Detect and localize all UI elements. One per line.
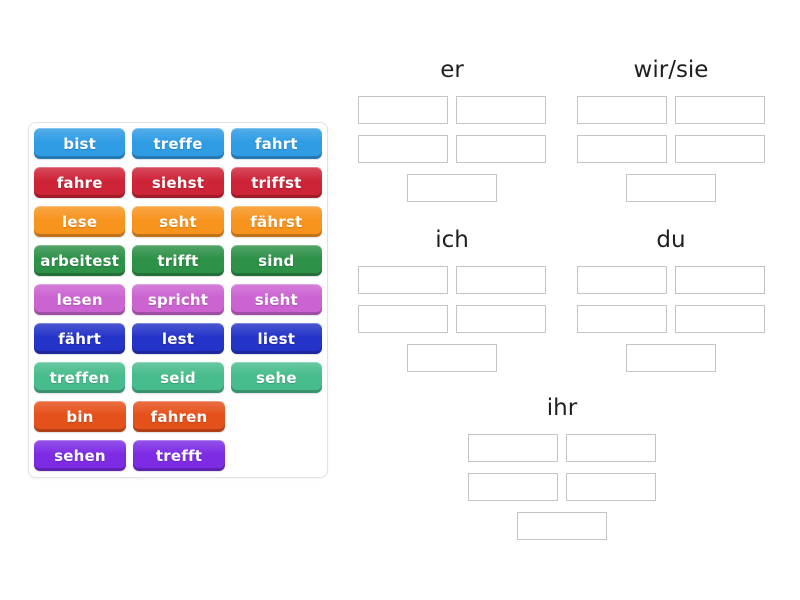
word-tile[interactable]: seid: [132, 362, 224, 393]
tile-row: sehen trefft: [34, 440, 322, 471]
word-tile[interactable]: trefft: [133, 440, 225, 471]
tile-row: treffen seid sehe: [34, 362, 322, 393]
drop-slot[interactable]: [626, 174, 716, 202]
word-tile[interactable]: fahren: [133, 401, 225, 432]
word-tile[interactable]: lest: [132, 323, 224, 354]
word-tile[interactable]: sind: [230, 245, 322, 276]
drop-slot[interactable]: [675, 96, 765, 124]
slot-row: [577, 135, 765, 163]
drop-slot[interactable]: [566, 473, 656, 501]
category-header-du: du: [656, 227, 686, 253]
category-header-ich: ich: [435, 227, 469, 253]
tile-row: fahre siehst triffst: [34, 167, 322, 198]
drop-slot[interactable]: [456, 135, 546, 163]
tile-row: fährt lest liest: [34, 323, 322, 354]
drop-slot[interactable]: [626, 344, 716, 372]
tile-row: arbeitest trifft sind: [34, 245, 322, 276]
slot-row: [358, 305, 546, 333]
drop-slot[interactable]: [456, 305, 546, 333]
word-tile[interactable]: trifft: [132, 245, 224, 276]
slot-row: [407, 174, 497, 202]
word-tile[interactable]: bist: [34, 128, 126, 159]
word-tile[interactable]: arbeitest: [34, 245, 126, 276]
category-group-er: er: [358, 55, 546, 213]
drop-slot[interactable]: [407, 344, 497, 372]
word-tile[interactable]: seht: [132, 206, 224, 237]
slot-row: [358, 135, 546, 163]
slot-row: [468, 473, 656, 501]
word-tile[interactable]: siehst: [132, 167, 224, 198]
category-header-ihr: ihr: [546, 395, 578, 421]
drop-slot[interactable]: [468, 473, 558, 501]
category-group-ihr: ihr: [468, 393, 656, 551]
category-group-ich: ich: [358, 225, 546, 383]
word-tile[interactable]: liest: [230, 323, 322, 354]
word-tile-panel: bist treffe fahrt fahre siehst triffst l…: [28, 122, 328, 478]
word-tile[interactable]: fahre: [34, 167, 126, 198]
drop-slot[interactable]: [358, 305, 448, 333]
slot-row: [517, 512, 607, 540]
slot-row: [358, 266, 546, 294]
drop-slot[interactable]: [456, 266, 546, 294]
drop-slot[interactable]: [407, 174, 497, 202]
slot-row: [577, 305, 765, 333]
word-tile[interactable]: lese: [34, 206, 126, 237]
category-group-du: du: [577, 225, 765, 383]
drop-slot[interactable]: [577, 305, 667, 333]
drop-slot[interactable]: [468, 434, 558, 462]
drop-slot[interactable]: [577, 135, 667, 163]
word-tile[interactable]: sieht: [230, 284, 322, 315]
word-tile[interactable]: treffen: [34, 362, 126, 393]
drop-slot[interactable]: [517, 512, 607, 540]
word-tile[interactable]: treffe: [132, 128, 224, 159]
word-tile[interactable]: spricht: [132, 284, 224, 315]
slot-row: [626, 174, 716, 202]
tile-row: lese seht fährst: [34, 206, 322, 237]
word-tile[interactable]: triffst: [230, 167, 322, 198]
tile-row: lesen spricht sieht: [34, 284, 322, 315]
word-tile[interactable]: sehen: [34, 440, 126, 471]
slot-row: [577, 96, 765, 124]
word-tile[interactable]: bin: [34, 401, 126, 432]
slot-row: [358, 96, 546, 124]
category-header-er: er: [440, 57, 464, 83]
slot-row: [577, 266, 765, 294]
drop-slot[interactable]: [577, 266, 667, 294]
tile-row: bist treffe fahrt: [34, 128, 322, 159]
drop-slot[interactable]: [566, 434, 656, 462]
drop-slot[interactable]: [577, 96, 667, 124]
drop-slot[interactable]: [675, 266, 765, 294]
word-tile[interactable]: lesen: [34, 284, 126, 315]
category-header-wir-sie: wir/sie: [633, 57, 709, 83]
drop-slot[interactable]: [358, 135, 448, 163]
drop-slot[interactable]: [675, 305, 765, 333]
category-group-wir-sie: wir/sie: [577, 55, 765, 213]
word-tile[interactable]: fährt: [34, 323, 126, 354]
drop-slot[interactable]: [456, 96, 546, 124]
word-tile[interactable]: fährst: [230, 206, 322, 237]
drop-slot[interactable]: [358, 266, 448, 294]
word-tile[interactable]: sehe: [230, 362, 322, 393]
tile-row: bin fahren: [34, 401, 322, 432]
slot-row: [407, 344, 497, 372]
drop-slot[interactable]: [358, 96, 448, 124]
slot-row: [626, 344, 716, 372]
word-tile[interactable]: fahrt: [230, 128, 322, 159]
slot-row: [468, 434, 656, 462]
drop-slot[interactable]: [675, 135, 765, 163]
